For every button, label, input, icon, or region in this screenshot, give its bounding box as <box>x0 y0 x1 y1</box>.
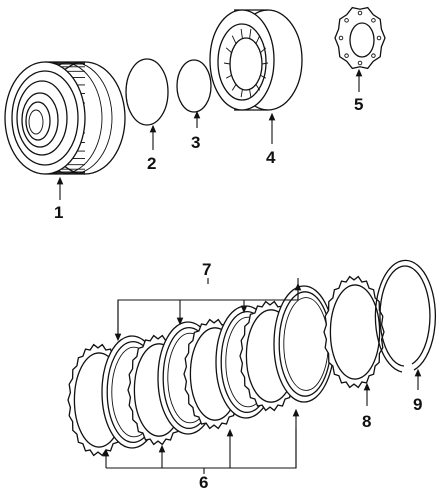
callout-1: 1 <box>54 203 63 222</box>
clutch-ring <box>323 275 385 389</box>
clutch-ring <box>273 285 335 403</box>
bracket-6 <box>102 408 300 474</box>
callout-3: 3 <box>191 133 200 152</box>
part-1-clutch-drum <box>4 61 126 175</box>
part-3-seal-ring <box>176 59 212 113</box>
part-5-retainer-plate <box>334 6 386 70</box>
bracket-7 <box>114 278 302 342</box>
clutch-pack <box>67 259 436 457</box>
part-2-seal-ring <box>125 58 169 126</box>
leader-lines-upper <box>56 68 363 200</box>
part-4-drum <box>209 9 303 111</box>
callout-8: 8 <box>362 412 371 431</box>
callout-4: 4 <box>266 148 276 167</box>
callout-7: 7 <box>202 260 211 279</box>
callout-9: 9 <box>413 395 422 414</box>
callout-2: 2 <box>147 154 156 173</box>
callout-5: 5 <box>354 95 363 114</box>
callout-6: 6 <box>199 473 208 492</box>
clutch-ring <box>374 259 436 373</box>
leader-lines-lower <box>363 368 422 406</box>
